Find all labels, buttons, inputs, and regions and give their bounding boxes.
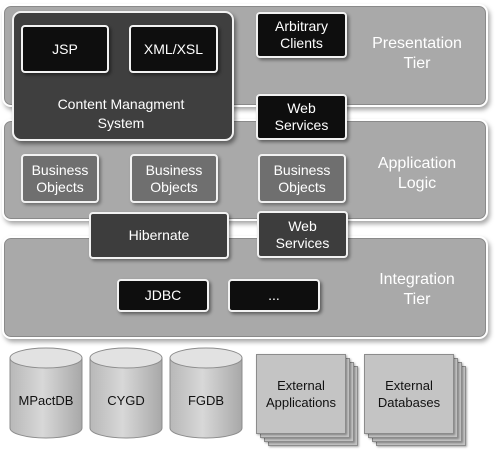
integration-tier-label: Integration Tier xyxy=(379,271,455,308)
arbitrary-clients-label: Arbitrary Clients xyxy=(275,18,328,51)
external-databases-box: External Databases xyxy=(364,354,454,434)
hibernate-label: Hibernate xyxy=(128,227,190,243)
web-services-presentation-box: Web Services xyxy=(256,94,347,140)
hibernate-box: Hibernate xyxy=(89,212,229,259)
business-objects-label-2: Business Objects xyxy=(145,161,203,195)
web-services-presentation-label: Web Services xyxy=(274,100,329,133)
web-services-application-box: Web Services xyxy=(257,211,348,258)
jdbc-box: JDBC xyxy=(117,279,209,312)
xml-xsl-label: XML/XSL xyxy=(143,40,204,57)
jdbc-label: JDBC xyxy=(144,287,182,303)
other-integration-label: ... xyxy=(268,287,280,303)
cms-label: Content Managment System xyxy=(57,96,185,131)
external-databases-label: External Databases xyxy=(377,378,441,410)
fgdb-cylinder-icon xyxy=(169,347,243,439)
mpactdb-cylinder-icon xyxy=(9,347,83,439)
external-applications-box: External Applications xyxy=(256,354,346,434)
other-integration-box: ... xyxy=(228,279,320,312)
cygd-label: CYGD xyxy=(107,392,145,408)
business-objects-box-1: Business Objects xyxy=(21,154,99,203)
fgdb-label: FGDB xyxy=(187,392,225,408)
business-objects-label-3: Business Objects xyxy=(273,161,331,195)
arbitrary-clients-box: Arbitrary Clients xyxy=(256,12,347,58)
jsp-label: JSP xyxy=(52,40,78,57)
business-objects-box-2: Business Objects xyxy=(130,154,218,203)
business-objects-box-3: Business Objects xyxy=(258,154,346,203)
business-objects-label-1: Business Objects xyxy=(31,161,89,195)
cygd-cylinder-icon xyxy=(89,347,163,439)
database-cylinders xyxy=(9,347,243,439)
external-applications-label: External Applications xyxy=(265,378,337,410)
presentation-tier-label: Presentation Tier xyxy=(372,35,462,72)
mpactdb-label: MPactDB xyxy=(18,392,74,408)
application-logic-label: Application Logic xyxy=(377,155,457,192)
jsp-box: JSP xyxy=(21,25,109,73)
web-services-application-label: Web Services xyxy=(275,217,330,251)
xml-xsl-box: XML/XSL xyxy=(129,25,218,73)
